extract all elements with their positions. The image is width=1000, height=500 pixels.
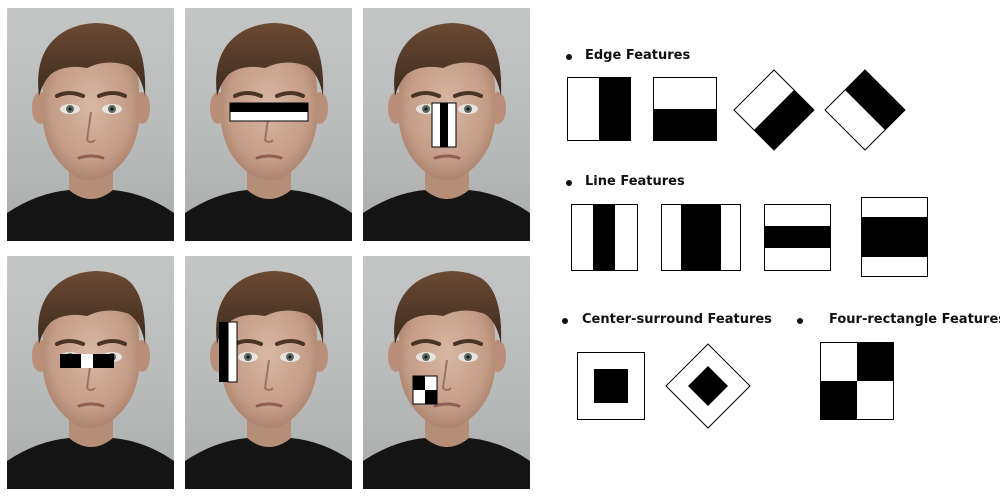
edge-feature-vertical xyxy=(567,77,631,141)
bullet-edge xyxy=(566,54,572,60)
edge-features-label: Edge Features xyxy=(585,48,691,63)
face-photo-eye-line-overlay xyxy=(7,256,174,489)
line-feature-wide-horizontal xyxy=(861,197,928,277)
center-surround-feature-square xyxy=(577,352,645,420)
four-rectangle-feature-overlay xyxy=(412,375,438,405)
edge-feature-diagonal-right xyxy=(733,69,815,151)
vertical-line-feature-overlay xyxy=(431,102,457,148)
edge-feature-horizontal xyxy=(653,77,717,141)
line-feature-thin-vertical xyxy=(571,204,638,271)
line-features-label: Line Features xyxy=(585,174,685,189)
bullet-center xyxy=(562,318,568,324)
center-surround-features-label: Center-surround Features xyxy=(582,312,772,327)
face-photo-four-rect-overlay xyxy=(363,256,530,489)
line-feature-wide-vertical xyxy=(661,204,741,271)
vertical-edge-feature-overlay xyxy=(219,321,238,383)
bullet-four xyxy=(797,318,803,324)
four-rectangle-features-label: Four-rectangle Features xyxy=(829,312,1000,327)
four-rectangle-feature xyxy=(820,342,894,420)
face-photo-plain xyxy=(7,8,174,241)
horizontal-edge-feature-overlay xyxy=(229,102,309,122)
line-feature-thin-horizontal xyxy=(764,204,831,271)
bullet-line xyxy=(566,180,572,186)
face-photo-edge-overlay xyxy=(185,8,352,241)
face-photo-side-edge-overlay xyxy=(185,256,352,489)
edge-feature-diagonal-left xyxy=(824,69,906,151)
face-photo-line-overlay xyxy=(363,8,530,241)
eye-line-feature-overlay xyxy=(60,354,114,368)
center-surround-feature-diamond xyxy=(665,343,751,429)
